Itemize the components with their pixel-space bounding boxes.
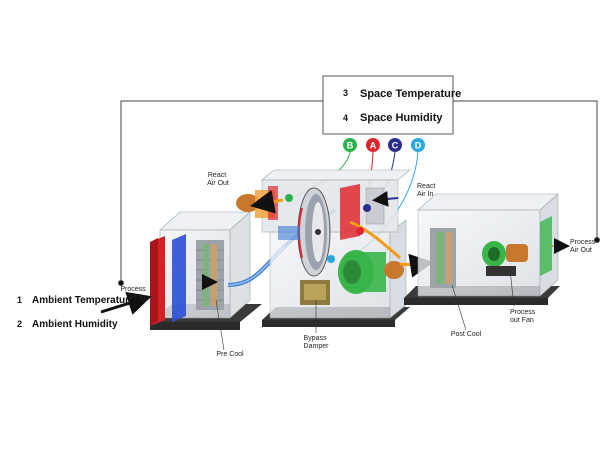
bypass-damper-line1: Bypass (304, 335, 327, 342)
post-cool-label: Post Cool (451, 331, 482, 338)
space-humidity-number: 4 (343, 113, 348, 123)
space-temperature-number: 3 (343, 88, 348, 98)
ambient-wire (120, 100, 323, 283)
process-air-in-line1: Process (120, 286, 146, 293)
process-air-in-line2: Air In (129, 294, 145, 301)
ambient-sensor-dot (118, 280, 124, 286)
process-out-wire (453, 100, 598, 240)
svg-text:Process out Fan: Process out Fan (510, 309, 537, 324)
sensor-badge-c: C (388, 138, 402, 152)
ambient-air-arrow (100, 291, 152, 315)
marker-b (285, 194, 293, 202)
ambient-humidity-label: Ambient Humidity (32, 319, 118, 330)
in-unit-sensor-markers (285, 194, 371, 263)
pre-cool-label: Pre Cool (216, 351, 244, 358)
svg-text:Process Air Out: Process Air Out (570, 239, 597, 254)
sensor-wiring (118, 100, 600, 286)
process-out-sensor-dot (594, 237, 600, 243)
sensor-badge-letter: A (370, 141, 377, 151)
desiccant-wheel-module (236, 169, 411, 327)
react-air-out-line1: React (208, 172, 226, 179)
space-humidity-label: Space Humidity (360, 112, 443, 124)
marker-c (363, 204, 371, 212)
marker-a (356, 227, 364, 235)
blue-filter-coil (172, 234, 186, 322)
react-air-in-line2: Air In (417, 191, 433, 198)
react-heater-coil (340, 184, 360, 240)
ambient-temperature-number: 1 (17, 295, 22, 305)
process-fan-motor (506, 244, 528, 262)
sensor-badge-d: D (411, 138, 425, 152)
process-air-out-line2: Air Out (570, 247, 592, 254)
svg-text:Bypass Damper: Bypass Damper (304, 335, 330, 350)
sensor-badge-letter: C (392, 141, 399, 151)
process-out-fan-line1: Process (510, 309, 536, 316)
space-sensor-panel: 3 Space Temperature 4 Space Humidity (322, 75, 461, 135)
outlet-grille (540, 216, 552, 276)
react-air-in-line1: React (417, 183, 435, 190)
space-temperature-label: Space Temperature (360, 88, 461, 100)
pre-cool-coil (196, 240, 224, 310)
precool-module (150, 211, 262, 330)
marker-d (327, 255, 335, 263)
sensor-badge-letter: D (415, 141, 422, 151)
ambient-temperature-label: Ambient Temperature (32, 295, 135, 306)
sensor-badge-a: A (366, 138, 380, 152)
svg-text:Process Air In: Process Air In (120, 286, 147, 301)
svg-text:React Air Out: React Air Out (207, 172, 229, 187)
ambient-humidity-number: 2 (17, 319, 22, 329)
postcool-module (404, 193, 570, 305)
svg-text:React Air In: React Air In (417, 183, 437, 198)
sensor-badge-letter: B (347, 141, 354, 151)
sensor-badge-b: B (343, 138, 357, 152)
bypass-damper-line2: Damper (304, 343, 330, 350)
process-air-out-line1: Process (570, 239, 596, 246)
react-air-out-line2: Air Out (207, 180, 229, 187)
process-out-fan-line2: out Fan (510, 317, 534, 324)
ambient-legend: 1 Ambient Temperature 2 Ambient Humidity (17, 295, 135, 330)
callouts: React Air Out React Air In Process Air I… (120, 172, 597, 358)
